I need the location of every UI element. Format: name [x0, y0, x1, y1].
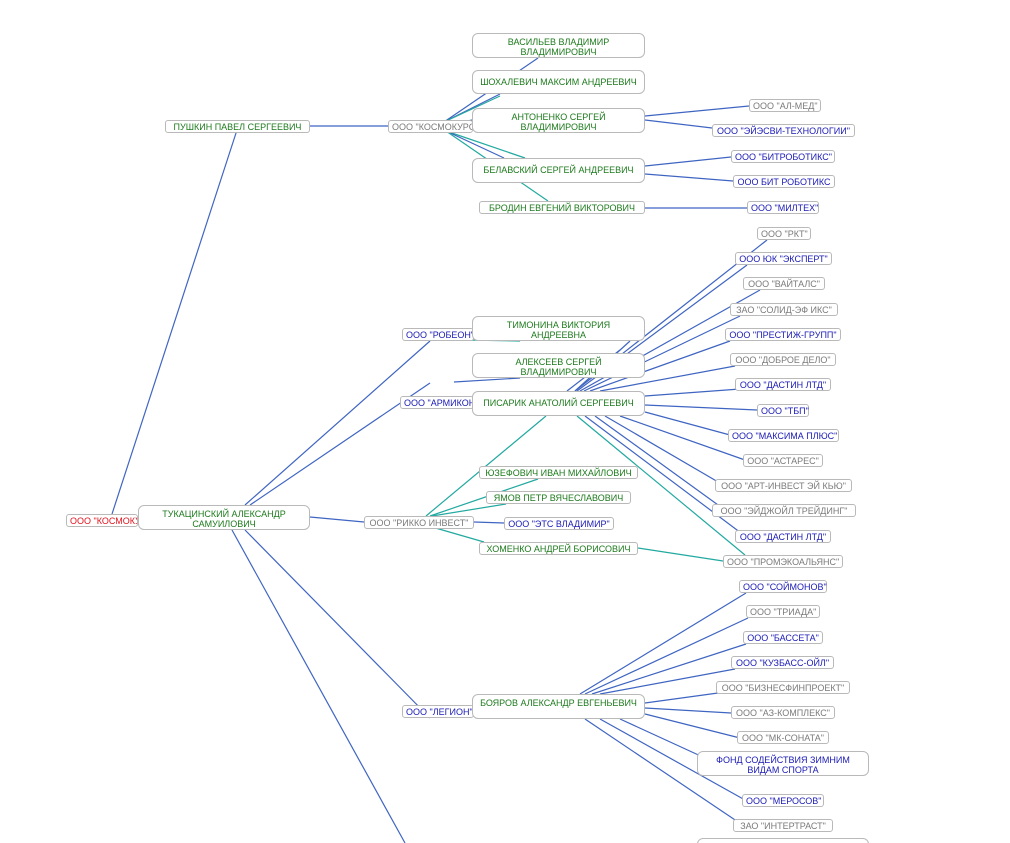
node-company-al-med[interactable]: ООО "АЛ-МЕД" — [749, 99, 821, 112]
node-company-az-kompleks[interactable]: ООО "АЗ-КОМПЛЕКС" — [731, 706, 835, 719]
node-person-timonina[interactable]: ТИМОНИНА ВИКТОРИЯ АНДРЕЕВНА — [472, 316, 645, 341]
node-org-fond-zimnih-vidov[interactable]: ФОНД СОДЕЙСТВИЯ ЗИМНИМ ВИДАМ СПОРТА — [697, 751, 869, 776]
edge-pisarik-maxima — [644, 411, 731, 436]
edge-boyarov-basseta — [591, 643, 747, 695]
node-company-dobroe-delo[interactable]: ООО "ДОБРОЕ ДЕЛО" — [730, 353, 836, 366]
edge-pisarik-solid-ef — [583, 315, 741, 392]
edge-boyarov-soimonov — [579, 592, 747, 695]
edge-pisarik-dobroe — [599, 365, 736, 392]
edge-boyarov-merosov — [599, 718, 746, 801]
node-person-alekseev[interactable]: АЛЕКСЕЕВ СЕРГЕЙ ВЛАДИМИРОВИЧ — [472, 353, 645, 378]
node-company-rkt[interactable]: ООО "РКТ" — [757, 227, 811, 240]
node-offscreen-partial — [697, 838, 869, 843]
node-company-kosmokurs[interactable]: ООО "КОСМОКУРС — [388, 120, 473, 133]
node-person-boyarov[interactable]: БОЯРОВ АЛЕКСАНДР ЕВГЕНЬЕВИЧ — [472, 694, 645, 719]
node-company-ets-vladimir[interactable]: ООО "ЭТС ВЛАДИМИР" — [504, 517, 614, 530]
edge-boyarov-az-kompleks — [644, 707, 732, 714]
node-company-promekoalyans[interactable]: ООО "ПРОМЭКОАЛЬЯНС" — [723, 555, 843, 568]
edge-root-pushkin — [111, 129, 238, 515]
node-company-yuk-expert[interactable]: ООО ЮК "ЭКСПЕРТ" — [735, 252, 832, 265]
edge-pisarik-dastin1 — [644, 388, 741, 397]
node-company-bit-robotiks[interactable]: ООО БИТ РОБОТИКС — [733, 175, 835, 188]
node-person-vasiliev[interactable]: ВАСИЛЬЕВ ВЛАДИМИР ВЛАДИМИРОВИЧ — [472, 33, 645, 58]
node-company-milteh[interactable]: ООО "МИЛТЕХ" — [747, 201, 819, 214]
edge-rikko-yamov — [431, 503, 507, 517]
node-person-brodin[interactable]: БРОДИН ЕВГЕНИЙ ВИКТОРОВИЧ — [479, 201, 645, 214]
edge-rikko-khomenko — [431, 526, 485, 543]
edge-boyarov-fond — [619, 718, 706, 759]
node-person-yamov[interactable]: ЯМОВ ПЕТР ВЯЧЕСЛАВОВИЧ — [486, 491, 631, 504]
node-company-dastin-2[interactable]: ООО "ДАСТИН ЛТД" — [735, 530, 831, 543]
node-person-tukacinsky[interactable]: ТУКАЦИНСКИЙ АЛЕКСАНДР САМУИЛОВИЧ — [138, 505, 310, 530]
node-company-intertrast[interactable]: ЗАО "ИНТЕРТРАСТ" — [733, 819, 833, 832]
edge-rikko-yuzefovich — [429, 478, 539, 517]
node-company-maxima[interactable]: ООО "МАКСИМА ПЛЮС" — [728, 429, 839, 442]
node-company-merosov[interactable]: ООО "МЕРОСОВ" — [742, 794, 824, 807]
edge-boyarov-intertrast — [584, 718, 751, 831]
edge-pisarik-prestizh — [589, 340, 731, 392]
node-company-edzhoil[interactable]: ООО "ЭЙДЖОЙЛ ТРЕЙДИНГ" — [712, 504, 856, 517]
node-company-solid-ef[interactable]: ЗАО "СОЛИД-ЭФ ИКС" — [730, 303, 838, 316]
node-company-art-invest[interactable]: ООО "АРТ-ИНВЕСТ ЭЙ КЬЮ" — [715, 479, 852, 492]
edge-rikko-ets — [473, 521, 505, 524]
node-company-prestizh[interactable]: ООО "ПРЕСТИЖ-ГРУПП" — [725, 328, 841, 341]
node-person-shokhalevich[interactable]: ШОХАЛЕВИЧ МАКСИМ АНДРЕЕВИЧ — [472, 70, 645, 94]
edge-kosmokurs-belavsky-b — [445, 130, 505, 159]
node-root-company[interactable]: ООО "КОСМОКУ — [66, 514, 138, 527]
edge-tukacinsky-robeon — [244, 340, 431, 506]
node-company-tbp[interactable]: ООО "ТБП" — [757, 404, 809, 417]
node-company-mk-sonata[interactable]: ООО "МК-СОНАТА" — [737, 731, 829, 744]
node-company-rikko-invest[interactable]: ООО "РИККО ИНВЕСТ" — [364, 516, 474, 529]
node-company-soimonov[interactable]: ООО "СОЙМОНОВ" — [739, 580, 827, 593]
edge-kosmokurs-belavsky — [445, 130, 526, 159]
edge-boyarov-biznesfin — [644, 692, 719, 704]
edge-boyarov-kuzbass — [599, 668, 736, 695]
edge-antonenko-al-med — [644, 105, 750, 117]
node-person-belavsky[interactable]: БЕЛАВСКИЙ СЕРГЕЙ АНДРЕЕВИЧ — [472, 158, 645, 183]
edge-pisarik-edzhoil — [594, 415, 726, 511]
edge-tukacinsky-legion — [244, 529, 431, 719]
node-company-astares[interactable]: ООО "АСТАРЕС" — [743, 454, 823, 467]
edge-khomenko-promeko — [637, 547, 724, 562]
edge-pisarik-astares — [619, 415, 746, 461]
edge-antonenko-eisvi — [644, 119, 713, 129]
edge-belavsky-bit-robotiks — [644, 173, 734, 182]
node-company-kuzbass-oil[interactable]: ООО "КУЗБАСС-ОЙЛ" — [731, 656, 834, 669]
node-person-antonenko[interactable]: АНТОНЕНКО СЕРГЕЙ ВЛАДИМИРОВИЧ — [472, 108, 645, 133]
node-company-vaitals[interactable]: ООО "ВАЙТАЛС" — [743, 277, 825, 290]
edge-boyarov-mk-sonata — [644, 713, 741, 739]
node-company-armikon[interactable]: ООО "АРМИКОН — [400, 396, 474, 409]
node-company-basseta[interactable]: ООО "БАССЕТА" — [743, 631, 823, 644]
node-company-eisvi[interactable]: ООО "ЭЙЭСВИ-ТЕХНОЛОГИИ" — [712, 124, 855, 137]
node-company-biznesfinproekt[interactable]: ООО "БИЗНЕСФИНПРОЕКТ" — [716, 681, 850, 694]
edge-kosmokurs-shokhalevich-p — [443, 95, 501, 123]
node-person-pushkin[interactable]: ПУШКИН ПАВЕЛ СЕРГЕЕВИЧ — [165, 120, 310, 133]
node-company-robeon[interactable]: ООО "РОБЕОН" — [402, 328, 474, 341]
edge-pisarik-promeko — [576, 415, 746, 556]
node-company-bitrobotiks[interactable]: ООО "БИТРОБОТИКС" — [731, 150, 835, 163]
edge-tukacinsky-bottom — [231, 529, 406, 843]
node-person-pisarik[interactable]: ПИСАРИК АНАТОЛИЙ СЕРГЕЕВИЧ — [472, 391, 645, 416]
edge-boyarov-triada — [584, 617, 749, 695]
node-company-dastin-1[interactable]: ООО "ДАСТИН ЛТД" — [735, 378, 831, 391]
node-company-triada[interactable]: ООО "ТРИАДА" — [746, 605, 820, 618]
edge-pisarik-art-invest — [604, 415, 726, 487]
node-person-yuzefovich[interactable]: ЮЗЕФОВИЧ ИВАН МИХАЙЛОВИЧ — [479, 466, 638, 479]
edge-pisarik-tbp — [644, 404, 758, 411]
node-company-legion[interactable]: ООО "ЛЕГИОН" — [402, 705, 474, 718]
edge-armikon-alekseev — [453, 377, 521, 383]
node-person-khomenko[interactable]: ХОМЕНКО АНДРЕЙ БОРИСОВИЧ — [479, 542, 638, 555]
edge-belavsky-bitrobotiks — [644, 156, 732, 167]
edge-tukacinsky-rikko — [309, 516, 365, 523]
